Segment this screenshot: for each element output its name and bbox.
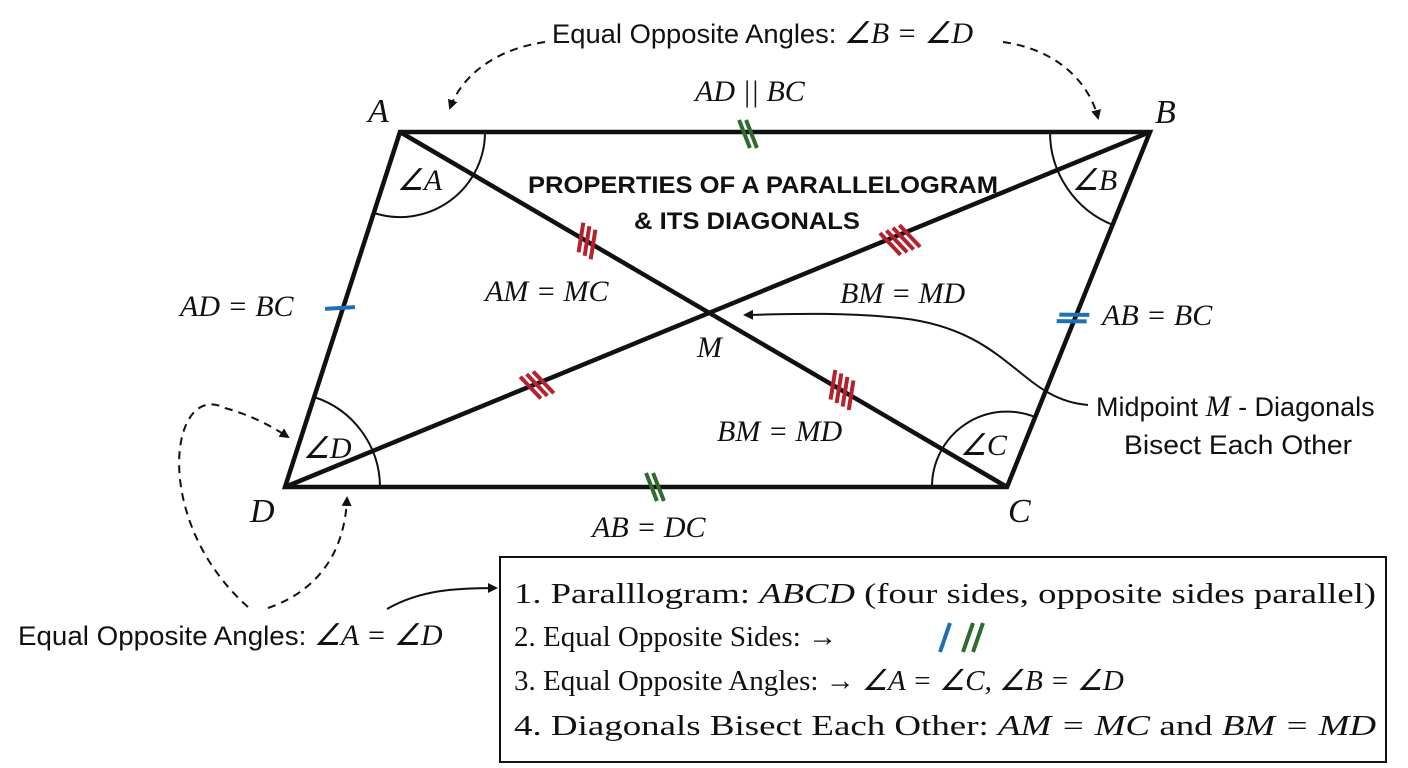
tick-dc-mark (651, 472, 666, 502)
vertex-d-label: D (249, 493, 275, 530)
tick-am-mark (588, 229, 598, 260)
tick-md-mark (518, 375, 543, 400)
tick-ab-mark (737, 119, 752, 149)
diagram-title-line-2: & ITS DIAGONALS (634, 208, 860, 235)
tick-md-mark (525, 372, 549, 398)
legend-item-3-text: 3. Equal Opposite Angles: → (514, 665, 862, 697)
angle-b-label: ∠B (1072, 164, 1117, 197)
annotation-midpoint-m: M (1205, 390, 1233, 423)
legend-item-2: 2. Equal Opposite Sides: → (514, 621, 837, 653)
blue-tick-icon (938, 622, 952, 653)
diagonal-bd (284, 129, 1151, 490)
tick-am-mark (576, 222, 586, 253)
angle-c-label: ∠C (960, 429, 1008, 462)
annotation-midpoint-text-2: - Diagonals (1231, 392, 1375, 422)
green-tick-icon (961, 622, 975, 653)
tick-mc-mark (840, 376, 850, 407)
tick-mc-mark (846, 380, 856, 411)
label-ab-equals-bc: AB = BC (1100, 299, 1213, 332)
angle-arc-b (1048, 131, 1114, 226)
tick-dc-mark (644, 472, 659, 502)
legend-side-marks (938, 622, 985, 653)
tick-bm-mark (884, 229, 909, 254)
angle-a-label: ∠A (397, 164, 443, 197)
legend-item-3: 3. Equal Opposite Angles: → ∠A = ∠C, ∠B … (514, 665, 1124, 697)
dashed-arrow-to-a (447, 41, 546, 110)
legend-item-4-text-2: and (1150, 710, 1222, 742)
label-ad-parallel-bc: AD || BC (693, 75, 806, 108)
label-ab-equals-dc: AB = DC (590, 511, 707, 544)
angle-arc-c (930, 410, 1036, 488)
tick-md-mark (531, 370, 556, 395)
label-bm-equals-md-upper: BM = MD (840, 277, 966, 310)
annotation-left-math: ∠A = ∠D (314, 619, 443, 652)
tick-am-mark (582, 225, 592, 257)
midpoint-m-label: M (696, 331, 724, 364)
legend-item-1-text-2: (four sides, opposite sides parallel) (855, 578, 1376, 610)
legend-item-4-math-2: BM = MD (1222, 710, 1376, 742)
angle-d-label: ∠D (303, 432, 352, 465)
legend-item-1-math: ABCD (757, 578, 855, 610)
angle-arc-d (313, 396, 381, 488)
dashed-arrow-to-b (1002, 41, 1101, 120)
tick-mc-mark (828, 369, 838, 400)
legend-item-3-math: ∠A = ∠C, ∠B = ∠D (862, 665, 1124, 697)
legend-box (499, 556, 1387, 763)
legend-item-4: 4. Diagonals Bisect Each Other: AM = MC … (514, 710, 1376, 742)
tick-bm-mark (897, 223, 922, 249)
annotation-top-text: Equal Opposite Angles: (552, 19, 844, 49)
angle-arc-a (373, 131, 486, 218)
legend-item-4-text: 4. Diagonals Bisect Each Other: (514, 710, 998, 742)
annotation-left-text: Equal Opposite Angles: (18, 621, 314, 651)
legend-item-1: 1. Paralllogram: ABCD (four sides, oppos… (514, 578, 1376, 610)
legend-item-4-math: AM = MC (995, 710, 1150, 742)
vertex-c-label: C (1008, 493, 1031, 530)
vertex-b-label: B (1155, 94, 1176, 131)
label-bm-equals-md-lower: BM = MD (717, 415, 843, 448)
annotation-left: Equal Opposite Angles: ∠A = ∠D (18, 619, 443, 652)
annotation-top-math: ∠B = ∠D (844, 17, 973, 50)
label-ad-equals-bc: AD = BC (178, 290, 295, 323)
vertex-a-label: A (366, 93, 389, 130)
tick-bm-mark (891, 226, 916, 251)
annotation-midpoint-line-2: Bisect Each Other (1124, 430, 1352, 460)
label-am-equals-mc: AM = MC (483, 275, 610, 308)
annotation-top: Equal Opposite Angles: ∠B = ∠D (552, 17, 973, 50)
tick-ad-mark (324, 305, 356, 311)
legend-item-1-text: 1. Paralllogram: (514, 578, 759, 610)
tick-mc-mark (834, 373, 844, 404)
tick-marks (324, 119, 1090, 502)
green-tick-icon (971, 622, 985, 653)
annotation-midpoint-text: Midpoint (1096, 392, 1206, 422)
annotation-midpoint-line-1: Midpoint M - Diagonals (1096, 390, 1375, 423)
arrow-to-legend (386, 583, 498, 610)
diagonal-ac (398, 130, 1009, 489)
tick-ab-mark (744, 119, 759, 149)
diagram-title-line-1: PROPERTIES OF A PARALLELOGRAM (528, 172, 998, 199)
dashed-arrow-to-d (267, 496, 352, 609)
arrow-to-midpoint (743, 309, 1089, 406)
tick-bm-mark (878, 231, 903, 257)
